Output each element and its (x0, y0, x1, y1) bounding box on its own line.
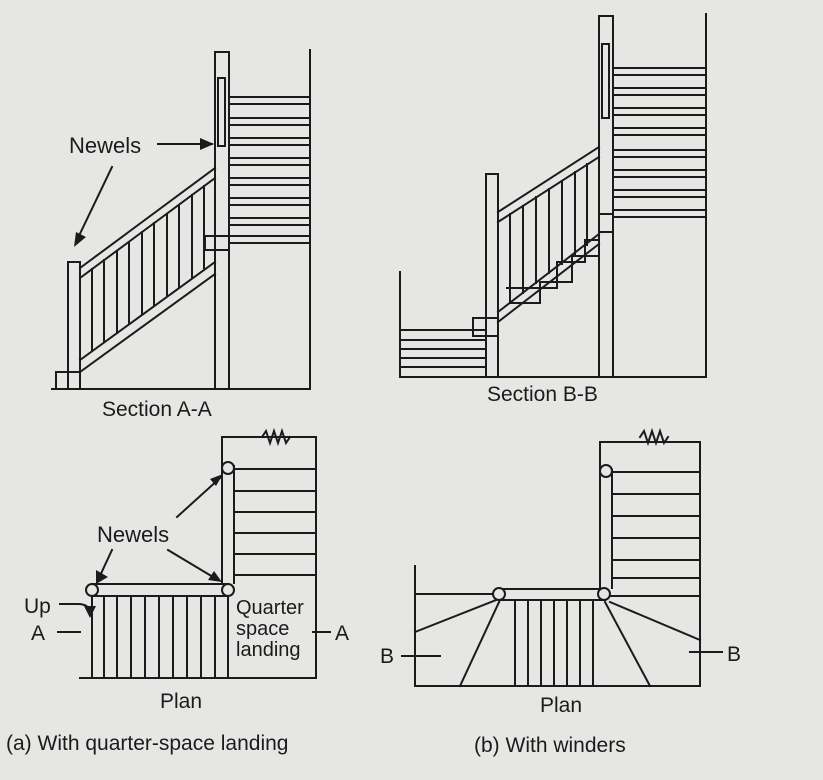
landing-line-2: space (236, 618, 290, 640)
quarter-space-landing-label: Quarter space landing (236, 598, 304, 661)
landing-line-3: landing (236, 639, 301, 661)
cut-label-a-left: A (31, 622, 46, 645)
plan-a-drawing (57, 427, 331, 679)
newel-cap (217, 77, 226, 147)
newel-post-short-b (485, 173, 499, 378)
cut-label-b-right: B (727, 643, 742, 666)
cut-label-a-right: A (335, 622, 350, 645)
plan-b-title: Plan (540, 694, 583, 717)
caption-b: (b) With winders (474, 734, 626, 757)
newel-post-low (67, 261, 81, 390)
landing-line-1: Quarter (236, 597, 304, 619)
up-label: Up (24, 595, 51, 618)
caption-a: (a) With quarter-space landing (6, 732, 289, 755)
newels-label-section: Newels (69, 133, 142, 158)
plan-b-drawing (401, 427, 723, 688)
plan-a-title: Plan (160, 690, 203, 713)
section-a-title: Section A-A (102, 398, 212, 421)
newels-label-plan: Newels (97, 522, 170, 547)
section-b-drawing (399, 13, 707, 378)
newel-post-tall (214, 51, 230, 390)
cut-label-b-left: B (380, 645, 395, 668)
section-b-title: Section B-B (487, 383, 598, 406)
section-a-drawing (51, 49, 311, 390)
